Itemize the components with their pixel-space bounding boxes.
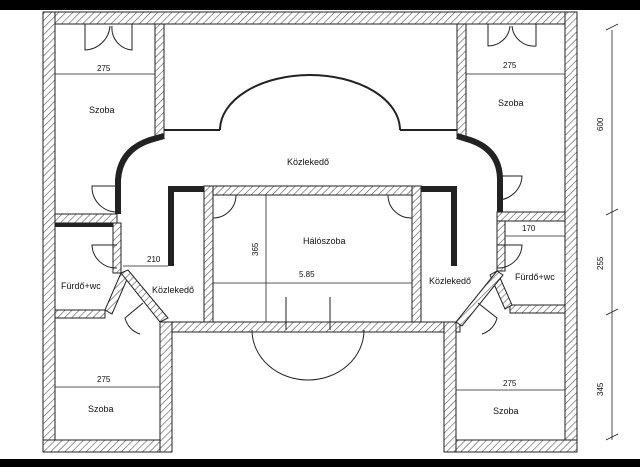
bottom-dark-band bbox=[0, 459, 640, 467]
dim-275-top-left: 275 bbox=[97, 64, 111, 73]
corridor-curved-wall bbox=[115, 74, 503, 214]
dim-275-top-right: 275 bbox=[503, 61, 517, 70]
room-label-szoba-bottom-right: Szoba bbox=[493, 406, 519, 416]
dim-210: 210 bbox=[147, 255, 161, 264]
room-label-haloszoba: Hálószoba bbox=[303, 236, 346, 246]
dim-365: 365 bbox=[251, 242, 260, 256]
room-label-kozlekedo-left: Közlekedő bbox=[152, 285, 195, 295]
dim-345: 345 bbox=[596, 382, 605, 396]
bathroom-walls bbox=[54, 220, 566, 327]
dim-275-bottom-right: 275 bbox=[503, 379, 517, 388]
dim-600: 600 bbox=[596, 117, 605, 131]
dimension-lines bbox=[55, 23, 619, 441]
dim-275-bottom-left: 275 bbox=[97, 375, 111, 384]
room-label-kozlekedo-top: Közlekedő bbox=[287, 157, 330, 167]
top-left-room-walls bbox=[54, 23, 165, 224]
top-right-room-walls bbox=[456, 23, 566, 222]
dim-255: 255 bbox=[596, 256, 605, 270]
room-label-furdo-left: Fürdő+wc bbox=[61, 281, 101, 291]
room-label-furdo-right: Fürdő+wc bbox=[515, 272, 555, 282]
room-label-szoba-top-right: Szoba bbox=[498, 98, 524, 108]
room-label-kozlekedo-right: Közlekedő bbox=[429, 276, 472, 286]
dim-5-85: 5.85 bbox=[299, 270, 315, 279]
outer-walls bbox=[42, 11, 578, 453]
top-dark-band bbox=[0, 0, 640, 10]
dim-170: 170 bbox=[522, 224, 536, 233]
room-label-szoba-bottom-left: Szoba bbox=[88, 404, 114, 414]
door-swings bbox=[84, 24, 537, 381]
room-label-szoba-top-left: Szoba bbox=[89, 105, 115, 115]
bedroom-walls bbox=[168, 185, 457, 323]
